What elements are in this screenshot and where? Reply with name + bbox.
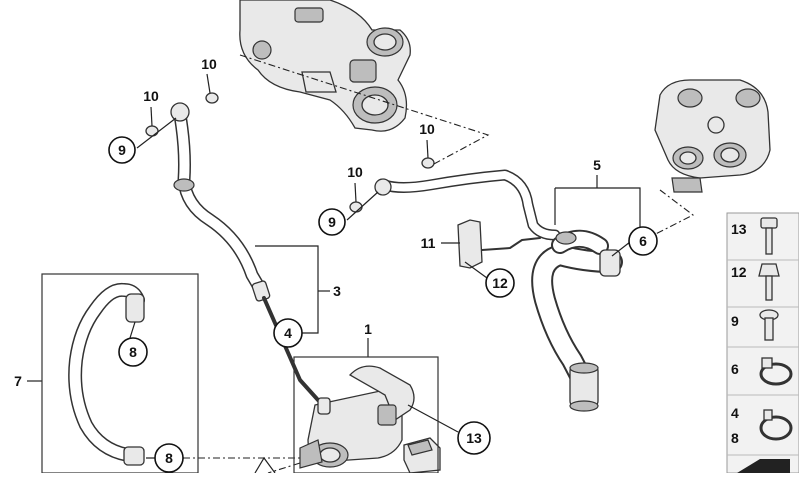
svg-text:9: 9 <box>328 214 336 230</box>
label-11: 11 <box>421 235 436 251</box>
callout-labels: 10 10 10 10 5 3 11 1 7 9 9 6 12 4 <box>14 56 658 473</box>
hose-clamp-icon <box>759 357 793 386</box>
svg-text:8: 8 <box>129 344 137 360</box>
bracket-11[interactable] <box>457 219 541 269</box>
svg-text:12: 12 <box>492 275 508 291</box>
callout-8b[interactable]: 8 <box>154 443 184 473</box>
legend-arrow-icon <box>737 459 790 473</box>
leader-lines <box>27 73 641 459</box>
legend-label-13: 13 <box>731 221 747 237</box>
label-10b: 10 <box>143 88 159 104</box>
label-10c: 10 <box>419 121 435 137</box>
label-3: 3 <box>333 283 341 299</box>
coolant-hose-7[interactable] <box>68 282 145 466</box>
auxiliary-water-pump[interactable] <box>299 365 415 469</box>
legend-label-9: 9 <box>731 313 739 329</box>
legend-label-6: 6 <box>731 361 739 377</box>
label-1: 1 <box>364 321 372 337</box>
svg-text:8: 8 <box>165 450 173 466</box>
label-5: 5 <box>593 157 601 173</box>
coolant-hose-5[interactable] <box>531 229 623 412</box>
hose-7-frame <box>41 273 199 474</box>
label-7: 7 <box>14 373 22 389</box>
svg-text:13: 13 <box>466 430 482 446</box>
banjo-bolt-icon <box>759 309 779 341</box>
callout-13[interactable]: 13 <box>457 421 491 455</box>
hex-bolt-icon <box>758 263 780 301</box>
callout-6[interactable]: 6 <box>628 226 658 256</box>
legend-label-8: 8 <box>731 430 739 446</box>
label-10d: 10 <box>347 164 363 180</box>
turbocharger[interactable] <box>239 0 411 132</box>
holder-clip[interactable] <box>403 437 441 474</box>
callout-9a[interactable]: 9 <box>108 136 136 164</box>
reference-lines <box>183 54 695 474</box>
spring-clamp-icon <box>759 409 793 441</box>
legend-label-12: 12 <box>731 264 747 280</box>
coolant-pipe-feed[interactable] <box>374 169 561 241</box>
fastener-legend: 13 12 9 6 4 8 <box>726 212 799 474</box>
callout-9b[interactable]: 9 <box>318 208 346 236</box>
legend-label-4: 4 <box>731 405 739 421</box>
callout-12[interactable]: 12 <box>485 268 515 298</box>
callout-8a[interactable]: 8 <box>118 337 148 367</box>
long-bolt-icon <box>760 217 778 255</box>
svg-text:9: 9 <box>118 142 126 158</box>
triangle-marker <box>254 456 276 474</box>
callout-4[interactable]: 4 <box>273 318 303 348</box>
coolant-pipe-3[interactable] <box>170 102 320 402</box>
svg-text:6: 6 <box>639 233 647 249</box>
label-10a: 10 <box>201 56 217 72</box>
coolant-housing[interactable] <box>654 79 771 193</box>
svg-text:4: 4 <box>284 325 292 341</box>
